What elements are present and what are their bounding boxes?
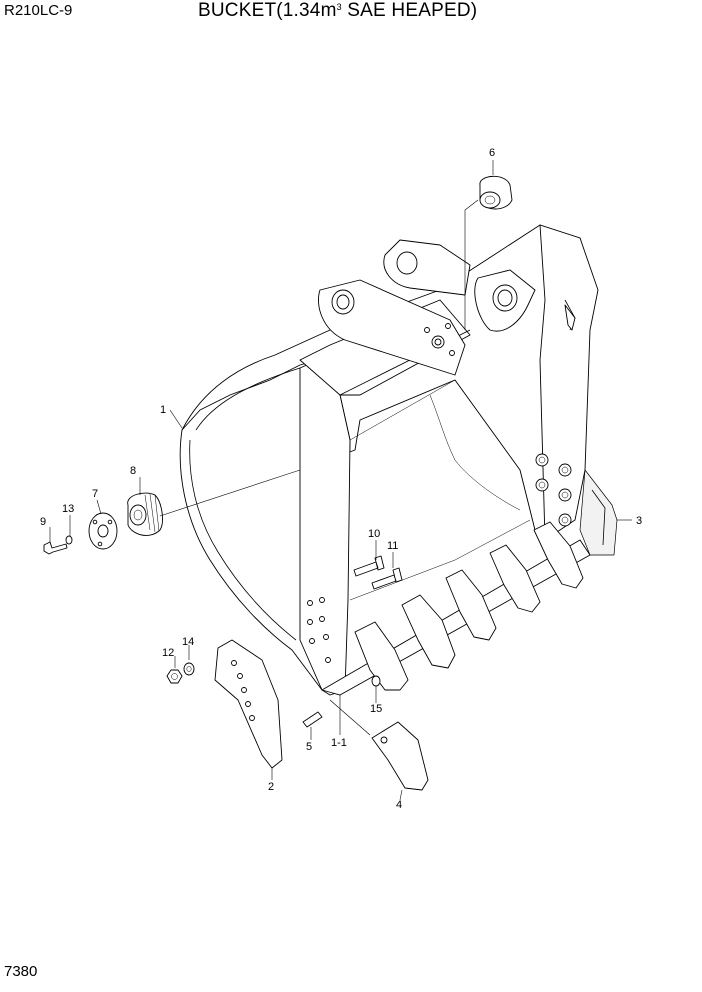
leader-lines xyxy=(49,160,632,801)
callout-4: 4 xyxy=(396,799,402,811)
plate-part-7 xyxy=(88,512,118,550)
washer-part-14 xyxy=(183,662,195,676)
callout-10: 10 xyxy=(368,528,380,540)
bolt-part-10 xyxy=(353,555,385,577)
bucket-body xyxy=(179,224,599,696)
callout-3: 3 xyxy=(636,515,642,527)
callout-8: 8 xyxy=(130,465,136,477)
model-code: R210LC-9 xyxy=(4,2,73,19)
bucket-teeth xyxy=(354,521,584,691)
callout-1: 1 xyxy=(160,404,166,416)
callout-12: 12 xyxy=(162,647,174,659)
callout-15: 15 xyxy=(370,703,382,715)
title-superscript: 3 xyxy=(336,2,342,12)
side-cutter-right xyxy=(579,469,618,556)
title-main: BUCKET(1.34m xyxy=(198,0,337,21)
callout-5: 5 xyxy=(306,741,312,753)
callout-13: 13 xyxy=(62,503,74,515)
callout-6: 6 xyxy=(489,147,495,159)
page-number: 7380 xyxy=(4,963,38,980)
callout-1-1: 1-1 xyxy=(331,737,347,749)
bolt-part-9 xyxy=(43,541,68,555)
side-cutter-left-holes xyxy=(231,660,255,721)
callout-2: 2 xyxy=(268,781,274,793)
title-rest: SAE HEAPED) xyxy=(341,0,478,21)
tooth-part-4 xyxy=(371,721,429,791)
callout-11: 11 xyxy=(387,540,398,552)
bushing-part-6 xyxy=(479,175,513,210)
callout-9: 9 xyxy=(40,516,46,528)
nut-part-12 xyxy=(166,669,183,684)
callout-7: 7 xyxy=(92,488,98,500)
washer-part-13 xyxy=(65,535,73,545)
callouts: 1 6 8 7 13 9 3 10 11 12 14 15 5 1-1 2 4 xyxy=(40,147,642,811)
lock-part-15 xyxy=(371,675,381,687)
callout-14: 14 xyxy=(182,636,194,648)
page-title: BUCKET(1.34m3 SAE HEAPED) xyxy=(198,0,477,22)
pin-part-5 xyxy=(302,711,323,728)
side-bolts xyxy=(535,453,572,527)
bolt-part-11 xyxy=(371,567,403,590)
shim-part-8 xyxy=(127,492,163,536)
